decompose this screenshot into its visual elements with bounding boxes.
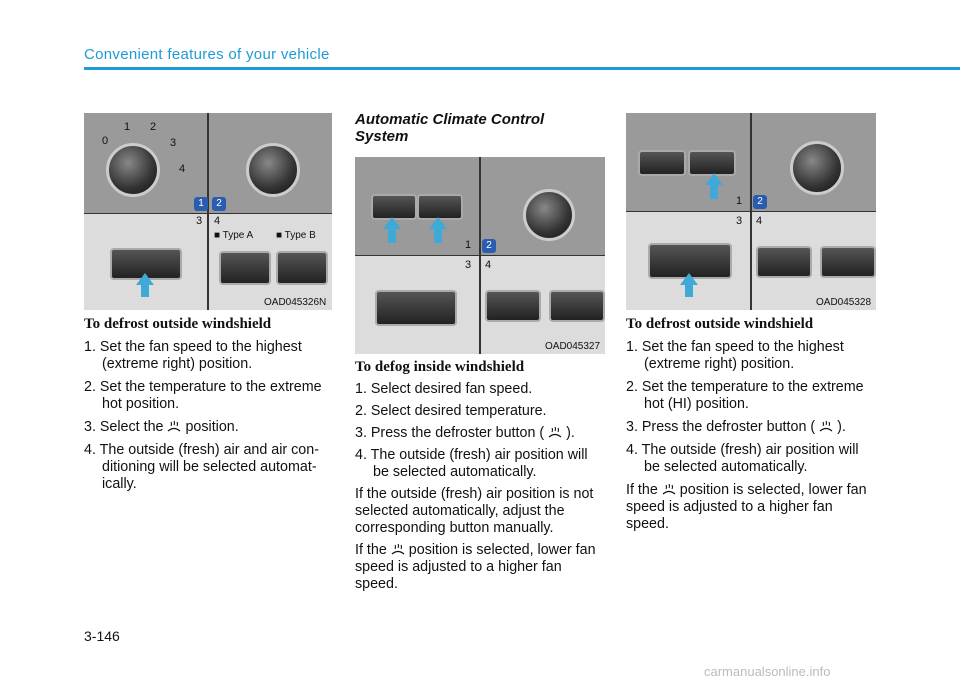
figure-3: 1 2 3 4 OAD045328 bbox=[626, 113, 876, 310]
column-1: To defrost outside windshield 1. Set the… bbox=[84, 316, 336, 493]
list-item: 4. The outside (fresh) air position will… bbox=[355, 447, 588, 480]
badge-2: 2 bbox=[753, 195, 767, 209]
fan-knob bbox=[106, 143, 160, 197]
page-number: 3-146 bbox=[84, 628, 120, 644]
badge-2: 2 bbox=[212, 197, 226, 211]
list-item: 2. Set the temperature to the extreme ho… bbox=[626, 379, 864, 412]
list-item: 4. The outside (fresh) air and air con­d… bbox=[84, 442, 319, 492]
list-item: 2. Set the temperature to the extreme ho… bbox=[84, 379, 322, 412]
paragraph: If the outside (fresh) air position is n… bbox=[355, 486, 594, 536]
watermark: carmanualsonline.info bbox=[704, 664, 831, 679]
recirc-button bbox=[820, 246, 876, 278]
badge-1: 1 bbox=[194, 197, 208, 211]
col3-heading: To defrost outside windshield bbox=[626, 316, 814, 332]
figure-2: 1 2 3 4 OAD045327 bbox=[355, 157, 605, 354]
temp-knob bbox=[523, 189, 575, 241]
section-title: Automatic Climate Control System bbox=[355, 111, 545, 145]
defrost-icon bbox=[391, 543, 405, 555]
ac-button bbox=[485, 290, 541, 322]
list-item: 1. Select desired fan speed. bbox=[355, 381, 533, 397]
defrost-icon bbox=[662, 483, 676, 495]
defrost-icon bbox=[548, 426, 562, 438]
column-3: To defrost outside windshield 1. Set the… bbox=[626, 316, 878, 533]
arrow-up-icon bbox=[136, 273, 154, 285]
column-2-text: To defog inside windshield 1. Select des… bbox=[355, 359, 607, 593]
temp-knob bbox=[246, 143, 300, 197]
ac-button bbox=[756, 246, 812, 278]
front-defrost-button bbox=[375, 290, 457, 326]
type-b-button bbox=[276, 251, 328, 285]
list-item: 3. Press the defroster button (). bbox=[626, 419, 846, 435]
list-item: 2. Select desired temperature. bbox=[355, 403, 547, 419]
recirc-button bbox=[549, 290, 605, 322]
list-item: 3. Press the defroster button (). bbox=[355, 425, 575, 441]
temp-knob bbox=[790, 141, 844, 195]
type-a-button bbox=[219, 251, 271, 285]
fan-down-button bbox=[371, 194, 417, 220]
defrost-icon bbox=[167, 420, 181, 432]
col1-heading: To defrost outside windshield bbox=[84, 316, 272, 332]
fan-down-button bbox=[638, 150, 686, 176]
list-item: 1. Set the fan speed to the highest (ext… bbox=[84, 339, 302, 372]
list-item: 1. Set the fan speed to the highest (ext… bbox=[626, 339, 844, 372]
column-2: Automatic Climate Control System bbox=[355, 111, 607, 145]
figure-1: 0 1 2 3 4 1 2 3 4 ■ Type A ■ Type B OAD0… bbox=[84, 113, 332, 310]
badge-2: 2 bbox=[482, 239, 496, 253]
header-rule bbox=[84, 67, 960, 70]
section-header: Convenient features of your vehicle bbox=[84, 46, 330, 63]
list-item: 4. The outside (fresh) air position will… bbox=[626, 442, 859, 475]
col2-heading: To defog inside windshield bbox=[355, 359, 525, 375]
defrost-icon bbox=[819, 420, 833, 432]
